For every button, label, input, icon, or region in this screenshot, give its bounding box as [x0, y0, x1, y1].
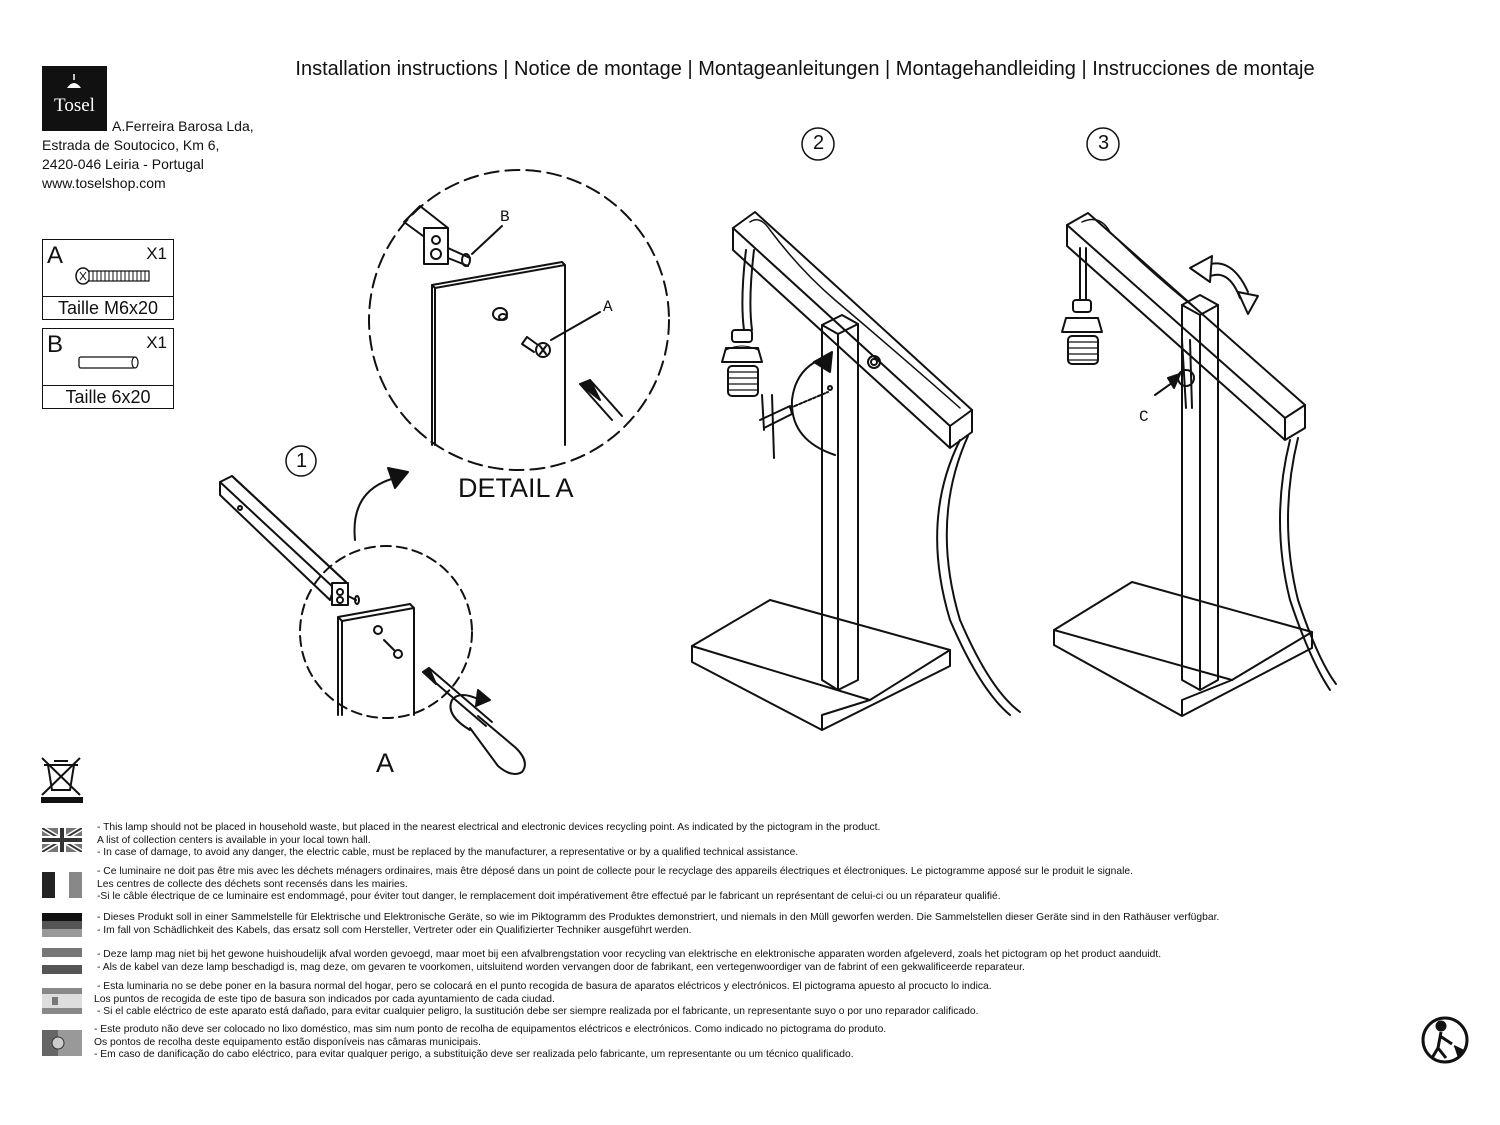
company-address: A.Ferreira Barosa Lda, Estrada de Soutoc… — [42, 117, 254, 193]
notice-es-2: Los puntos de recogida de este tipo de b… — [94, 993, 555, 1005]
notice-en-3: - In case of damage, to avoid any danger… — [97, 847, 799, 858]
notice-fr-1: - Ce luminaire ne doit pas être mis avec… — [97, 866, 1133, 877]
notice-nl-1: - Deze lamp mag niet bij het gewone huis… — [97, 949, 1162, 960]
part-b-qty: X1 — [146, 333, 167, 352]
es-flag-icon — [42, 988, 82, 1014]
callout-a-big: A — [376, 748, 395, 778]
address-line-3: 2420-046 Leiria - Portugal — [42, 156, 204, 172]
step-2-circle — [801, 127, 835, 161]
step-1-circle — [285, 445, 317, 477]
page-title: Installation instructions | Notice de mo… — [295, 58, 1315, 80]
notice-es-3: - Si el cable eléctrico de este aparato … — [97, 1006, 979, 1017]
step-3-circle — [1086, 127, 1120, 161]
notice-pt-3: - Em caso de danificação do cabo eléctri… — [94, 1049, 854, 1060]
detail-a-circle — [368, 169, 670, 471]
part-b-size: Taille 6x20 — [65, 387, 151, 407]
tosel-logo: Tosel — [42, 66, 107, 131]
de-flag-icon — [42, 913, 82, 937]
notice-de-2: - Im fall von Schädlichkeit des Kabels, … — [97, 924, 692, 936]
address-line-1: A.Ferreira Barosa Lda, — [112, 118, 254, 134]
part-a-qty: X1 — [146, 244, 167, 263]
detail-a-label: DETAIL A — [458, 473, 574, 503]
notice-en-2: A list of collection centers is availabl… — [97, 834, 371, 846]
callout-a-small: A — [603, 298, 613, 316]
notice-es-1: - Esta luminaria no se debe poner en la … — [97, 981, 992, 992]
part-a-letter: A — [47, 242, 64, 269]
pt-flag-icon — [42, 1030, 82, 1056]
step-2-number: 2 — [812, 132, 825, 154]
screw-icon — [75, 267, 150, 285]
step-1-number: 1 — [295, 450, 308, 472]
notice-nl-2: - Als de kabel van deze lamp beschadigd … — [97, 961, 1025, 973]
part-a-size: Taille M6x20 — [57, 298, 159, 318]
logo-text: Tosel — [54, 95, 95, 116]
uk-flag-icon — [42, 828, 82, 852]
nl-flag-icon — [42, 948, 82, 974]
recycle-person-icon — [1421, 1016, 1469, 1064]
lamp-logo-icon — [67, 74, 81, 88]
part-b-letter: B — [47, 331, 64, 358]
notice-fr-3: -Si le câble électrique de ce luminaire … — [97, 891, 1001, 902]
notice-pt-1: - Este produto não deve ser colocado no … — [94, 1024, 887, 1035]
notice-pt-2: Os pontos de recolha deste equipamento e… — [94, 1036, 481, 1048]
recycling-notices: - This lamp should not be placed in hous… — [42, 822, 1462, 1072]
step-3-number: 3 — [1097, 132, 1110, 154]
website-link[interactable]: www.toselshop.com — [42, 175, 166, 191]
notice-fr-2: Les centres de collecte des déchets sont… — [97, 878, 408, 890]
fr-flag-icon — [42, 872, 82, 898]
part-b-box: B X1 Taille 6x20 — [42, 328, 174, 409]
dowel-icon — [78, 356, 139, 369]
address-line-2: Estrada de Soutocico, Km 6, — [42, 137, 220, 153]
callout-b: B — [500, 208, 510, 226]
part-a-box: A X1 Taille M6x20 — [42, 239, 174, 320]
notice-en-1: - This lamp should not be placed in hous… — [97, 822, 881, 833]
callout-c: C — [1139, 408, 1149, 426]
notice-de-1: - Dieses Produkt soll in einer Sammelste… — [97, 912, 1220, 923]
weee-bin-icon — [41, 757, 83, 803]
